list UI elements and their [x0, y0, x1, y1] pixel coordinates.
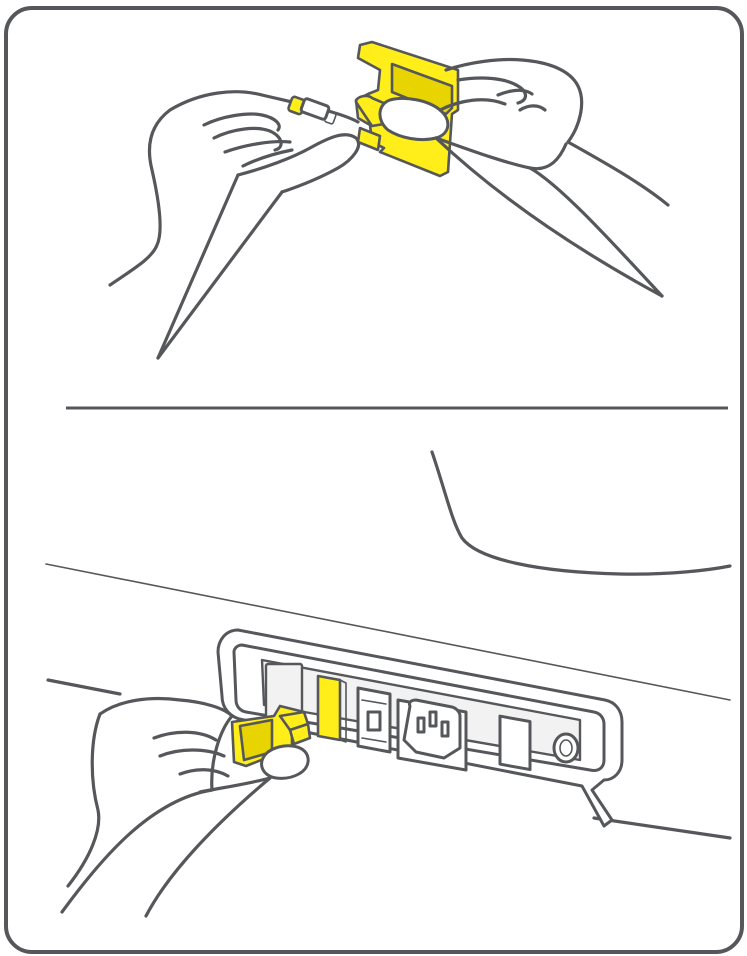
left-hand: [110, 92, 359, 358]
iec-power-inlet: [398, 700, 466, 770]
remove-fuse-holder-panel: [110, 42, 668, 358]
screw-knob: [554, 734, 578, 762]
reinsert-fuse-holder-panel: [46, 452, 730, 916]
inserting-hand: [62, 699, 310, 916]
rocker-switch: [358, 688, 390, 752]
port-cover: [500, 716, 530, 769]
fuse-cartridge: [288, 96, 337, 124]
power-cable-line: [432, 452, 730, 574]
